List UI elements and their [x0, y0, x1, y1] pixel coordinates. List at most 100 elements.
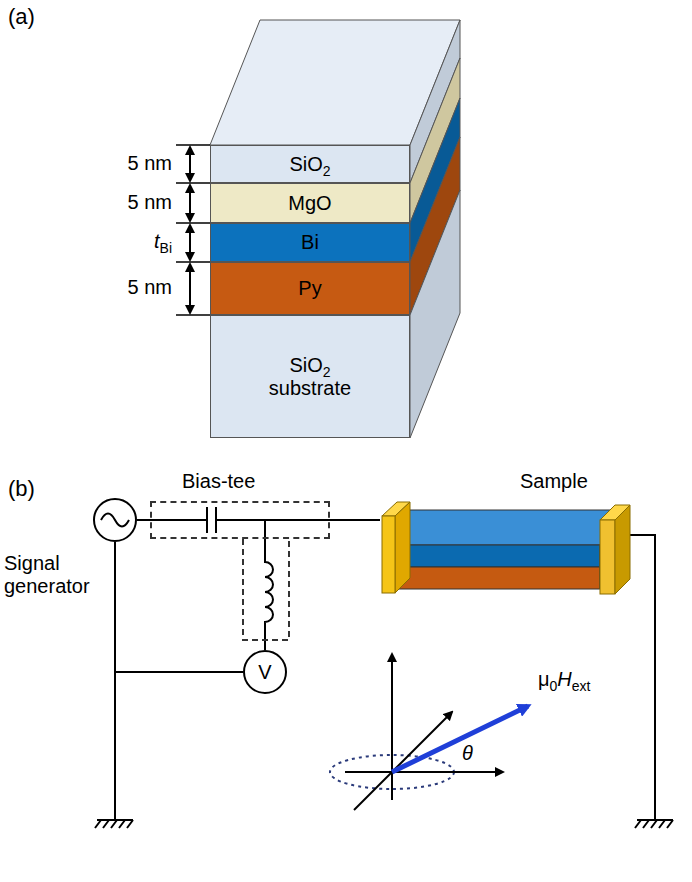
label-group: (a) [8, 4, 35, 29]
layer-box: V [243, 650, 287, 694]
sample-part [395, 567, 600, 589]
dimension-arrows [189, 264, 191, 313]
field-axes [330, 654, 528, 810]
subscript: ext [572, 678, 591, 694]
sample-part [395, 510, 615, 545]
node-label: V [258, 661, 271, 683]
node-text: Bias-tee [182, 470, 255, 493]
layer-box: Py [210, 262, 410, 315]
sample-part [382, 502, 410, 516]
node-text: V [258, 661, 271, 684]
node-text: Bi [301, 231, 319, 254]
subscript: Bi [160, 240, 172, 256]
node-label: Signal generator [4, 552, 90, 597]
field-axes [391, 654, 393, 800]
bias-tee-wiring [150, 519, 207, 521]
inductor-coil [252, 556, 284, 624]
sample-part [395, 545, 600, 567]
sample-part [600, 505, 630, 520]
ground-symbol [637, 819, 673, 821]
sample-part [600, 510, 615, 589]
label-group: 5 nm [128, 276, 172, 299]
field-axes [345, 771, 503, 773]
dimension-ticks [176, 145, 210, 315]
label-text: (a) [8, 4, 35, 29]
wire [115, 542, 243, 672]
label-text: 5 nm [128, 276, 172, 298]
bias-tee-wiring [206, 507, 208, 533]
label-group: (b) [8, 476, 35, 501]
node-label: Bi [301, 231, 319, 253]
generator-sine [101, 514, 129, 527]
dimension-arrows [189, 147, 191, 181]
node-text: Py [298, 277, 321, 300]
node-label: substrate [269, 377, 351, 399]
node-text: SiO2 [289, 153, 330, 176]
layer-box: Bi [210, 223, 410, 262]
label-text: (b) [8, 476, 35, 501]
inductor-coil [265, 556, 273, 624]
label-text: 5 nm [128, 191, 172, 213]
dimension-ticks [176, 314, 210, 316]
label-group: 5 nm [128, 191, 172, 214]
sample-part [615, 505, 630, 594]
ground-symbol [97, 819, 133, 821]
wire [330, 519, 380, 521]
bias-tee-outline [243, 539, 289, 640]
dimension-ticks [176, 144, 210, 146]
layer-box: Sample [380, 500, 642, 595]
label-text: 5 nm [128, 152, 172, 174]
label-group: μ0Hext [538, 668, 590, 691]
inductor-coil [252, 556, 284, 624]
sample-drawing [380, 500, 642, 595]
bias-tee-wiring [264, 520, 266, 539]
node-text: SiO2substrate [269, 354, 351, 400]
label-group: tBi [154, 230, 172, 253]
field-axes [354, 712, 452, 810]
layer-box: Signal generator [93, 498, 137, 542]
node-label: Bias-tee [182, 470, 255, 492]
label-group: θ [462, 742, 473, 765]
ground-symbol [635, 820, 673, 828]
node-label: MgO [288, 192, 331, 214]
ground-symbol [95, 820, 673, 828]
ground-symbol [95, 820, 133, 828]
bias-tee-outline [243, 539, 289, 640]
generator-sine [101, 514, 129, 527]
ground-wires [630, 535, 655, 820]
layer-side-faces [410, 20, 460, 438]
node-text: Sample [520, 470, 588, 493]
sample-part [382, 516, 395, 593]
label-text: t [154, 230, 160, 252]
label-text: θ [462, 742, 473, 764]
subscript: 0 [550, 678, 558, 694]
node-text: MgO [288, 192, 331, 215]
subscript: 2 [323, 364, 331, 380]
label-text: μ [538, 668, 550, 690]
ground-wires [114, 672, 116, 820]
layer-box: SiO2 [210, 145, 410, 183]
dimension-arrows [189, 147, 191, 313]
bias-tee-wiring [216, 519, 330, 521]
layer-side-faces [410, 190, 460, 438]
label-group: 5 nm [128, 152, 172, 175]
wire [137, 519, 150, 521]
dimension-ticks [176, 222, 210, 224]
node-label: SiO [289, 153, 322, 175]
node-label: Py [298, 277, 321, 299]
subscript: 2 [323, 163, 331, 179]
sample-part [395, 502, 410, 593]
node-label: Sample [520, 470, 588, 492]
layer-box: Bias-tee [150, 501, 330, 539]
sample-part [600, 520, 615, 594]
ground-wires [115, 535, 655, 820]
dimension-ticks [176, 261, 210, 263]
label-text: H [557, 668, 571, 690]
bias-tee-wiring [150, 507, 330, 539]
layer-box: MgO [210, 183, 410, 223]
dimension-arrows [189, 185, 191, 221]
dimension-ticks [176, 182, 210, 184]
field-axes [392, 706, 528, 772]
